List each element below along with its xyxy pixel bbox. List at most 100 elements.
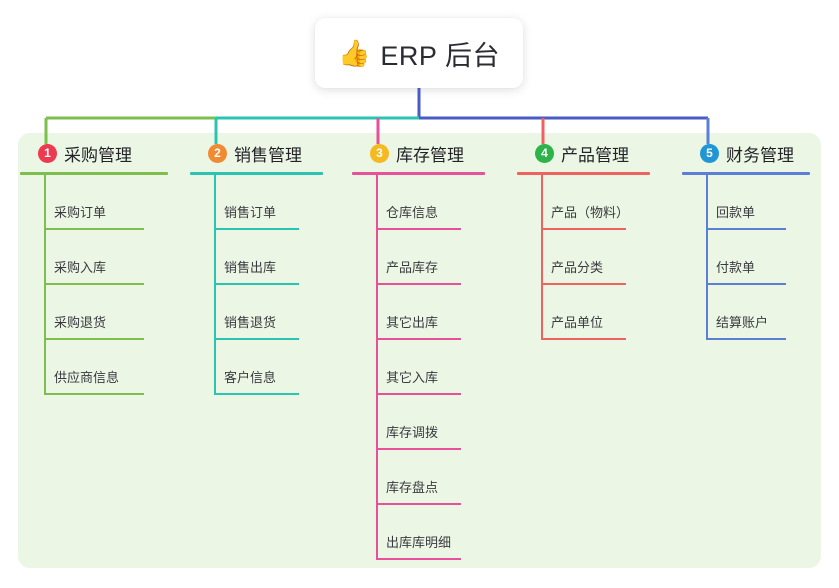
module-item-label: 采购入库 [54, 260, 107, 275]
module-item[interactable]: 出库库明细 [352, 505, 485, 560]
module-item-label: 其它出库 [386, 315, 439, 330]
module-item-label: 出库库明细 [386, 535, 452, 550]
module-item[interactable]: 其它入库 [352, 340, 485, 395]
module-items: 回款单付款单结算账户 [682, 175, 810, 340]
module-title: 产品管理 [561, 145, 629, 165]
module-item-rule [376, 448, 461, 450]
module-item-rule [706, 283, 786, 285]
root-title-card[interactable]: 👍 ERP 后台 [315, 18, 523, 88]
module-item-label: 其它入库 [386, 370, 439, 385]
modules-panel [18, 133, 821, 568]
module-item[interactable]: 回款单 [682, 175, 810, 230]
module-spine [541, 175, 543, 340]
module-column-2: 2 销售管理销售订单销售出库销售退货客户信息 [190, 140, 323, 395]
module-item-label: 采购订单 [54, 205, 107, 220]
module-item-rule [44, 338, 144, 340]
module-item-label: 供应商信息 [54, 370, 120, 385]
module-item-label: 客户信息 [224, 370, 277, 385]
module-title: 财务管理 [726, 145, 794, 165]
module-item-rule [541, 228, 626, 230]
module-header-rule [682, 172, 810, 175]
module-number-badge: 2 [208, 143, 227, 163]
module-item[interactable]: 采购退货 [20, 285, 168, 340]
module-header-4[interactable]: 4 产品管理 [517, 140, 650, 166]
module-item-label: 销售订单 [224, 205, 277, 220]
module-spine [214, 175, 216, 395]
module-item-label: 回款单 [716, 205, 756, 220]
module-item[interactable]: 仓库信息 [352, 175, 485, 230]
module-items: 销售订单销售出库销售退货客户信息 [190, 175, 323, 395]
module-number-badge: 4 [535, 143, 554, 163]
module-item-label: 库存调拨 [386, 425, 439, 440]
module-item-rule [376, 283, 461, 285]
module-item-rule [44, 393, 144, 395]
module-header-rule [190, 172, 323, 175]
module-item-rule [541, 283, 626, 285]
module-item-rule [44, 228, 144, 230]
module-title: 销售管理 [234, 145, 302, 165]
module-item-label: 采购退货 [54, 315, 107, 330]
module-title: 采购管理 [64, 145, 132, 165]
module-column-5: 5 财务管理回款单付款单结算账户 [682, 140, 810, 340]
module-header-rule [20, 172, 168, 175]
module-item-label: 销售退货 [224, 315, 277, 330]
module-item-rule [214, 393, 299, 395]
module-title: 库存管理 [396, 145, 464, 165]
module-header-3[interactable]: 3 库存管理 [352, 140, 485, 166]
module-column-3: 3 库存管理仓库信息产品库存其它出库其它入库库存调拨库存盘点出库库明细 [352, 140, 485, 560]
module-item[interactable]: 产品（物料） [517, 175, 650, 230]
module-items: 仓库信息产品库存其它出库其它入库库存调拨库存盘点出库库明细 [352, 175, 485, 560]
module-item[interactable]: 库存盘点 [352, 450, 485, 505]
module-item-rule [376, 558, 461, 560]
module-item[interactable]: 采购入库 [20, 230, 168, 285]
module-header-2[interactable]: 2 销售管理 [190, 140, 323, 166]
module-item[interactable]: 销售订单 [190, 175, 323, 230]
module-item[interactable]: 产品单位 [517, 285, 650, 340]
module-item-label: 产品分类 [551, 260, 604, 275]
module-item[interactable]: 销售出库 [190, 230, 323, 285]
module-item[interactable]: 结算账户 [682, 285, 810, 340]
module-item-rule [376, 393, 461, 395]
module-header-rule [517, 172, 650, 175]
module-items: 采购订单采购入库采购退货供应商信息 [20, 175, 168, 395]
module-item-label: 仓库信息 [386, 205, 439, 220]
module-item-label: 销售出库 [224, 260, 277, 275]
module-spine [706, 175, 708, 340]
module-item[interactable]: 其它出库 [352, 285, 485, 340]
module-item-label: 结算账户 [716, 315, 769, 330]
module-spine [376, 175, 378, 560]
module-item-label: 产品（物料） [551, 205, 630, 220]
module-items: 产品（物料） 产品分类产品单位 [517, 175, 650, 340]
module-item-rule [706, 338, 786, 340]
module-item-rule [376, 338, 461, 340]
module-item-label: 产品库存 [386, 260, 439, 275]
module-item[interactable]: 客户信息 [190, 340, 323, 395]
module-item-rule [541, 338, 626, 340]
module-item[interactable]: 采购订单 [20, 175, 168, 230]
module-item[interactable]: 供应商信息 [20, 340, 168, 395]
module-item[interactable]: 产品分类 [517, 230, 650, 285]
module-item-rule [44, 283, 144, 285]
module-number-badge: 5 [700, 143, 719, 163]
module-item[interactable]: 销售退货 [190, 285, 323, 340]
module-item-rule [214, 283, 299, 285]
module-number-badge: 3 [370, 143, 389, 163]
module-header-5[interactable]: 5 财务管理 [682, 140, 810, 166]
module-item-rule [214, 338, 299, 340]
page-title: ERP 后台 [380, 40, 500, 71]
module-item-label: 库存盘点 [386, 480, 439, 495]
module-item-label: 产品单位 [551, 315, 604, 330]
module-item-rule [376, 228, 461, 230]
thumbs-up-icon: 👍 [338, 38, 371, 68]
module-item-rule [376, 503, 461, 505]
module-spine [44, 175, 46, 395]
module-item[interactable]: 产品库存 [352, 230, 485, 285]
module-item-rule [214, 228, 299, 230]
module-item-label: 付款单 [716, 260, 756, 275]
module-item-rule [706, 228, 786, 230]
module-item[interactable]: 付款单 [682, 230, 810, 285]
module-item[interactable]: 库存调拨 [352, 395, 485, 450]
